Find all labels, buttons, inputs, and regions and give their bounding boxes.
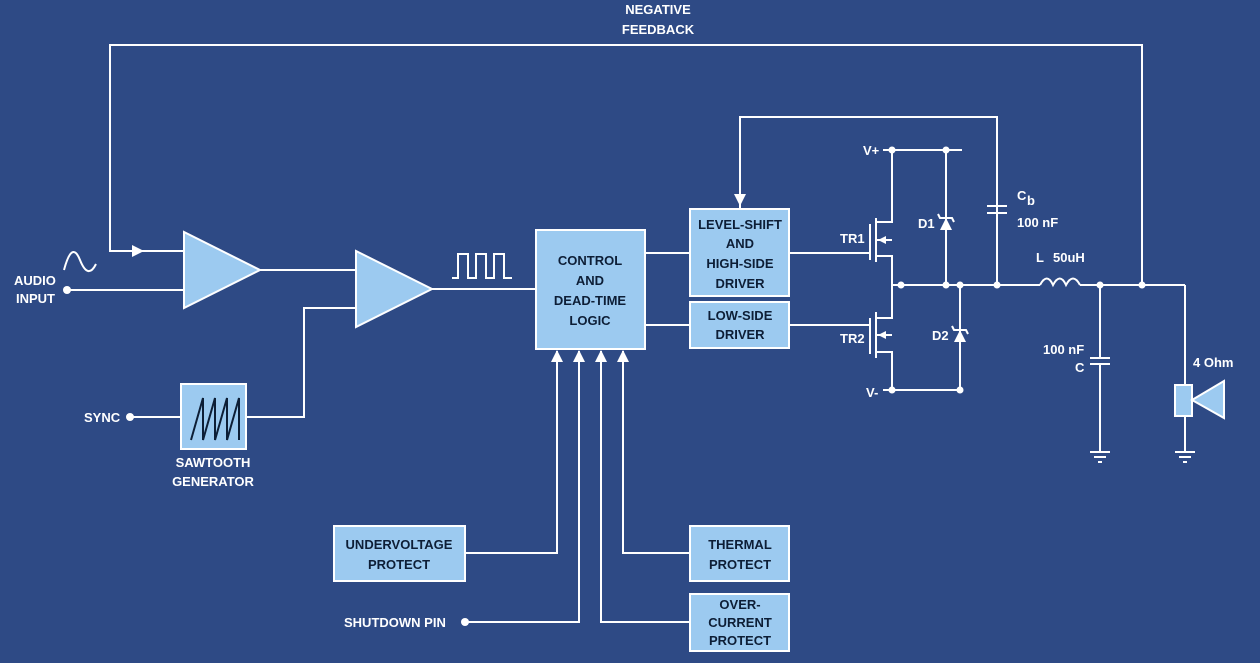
d2-label: D2 [932,328,949,343]
shutdown-wire [465,351,580,623]
pwm-square-wave-icon [452,253,512,279]
tr1-drain [876,150,893,223]
levelshift-line-4: DRIVER [715,276,765,291]
speaker-ground-icon [1175,451,1195,463]
tr1-source [876,255,893,285]
tr1-label: TR1 [840,231,865,246]
d1-zener [940,218,952,230]
levelshift-line-1: LEVEL-SHIFT [698,217,782,232]
audio-input-label-2: INPUT [16,291,55,306]
sawtooth-wave-icon [190,397,240,441]
undervoltage-line-2: PROTECT [368,557,430,572]
sawtooth-label-1: SAWTOOTH [176,455,251,470]
filter-cap-value: 100 nF [1043,342,1084,357]
feedback-node [1138,281,1146,289]
overcurrent-wire [600,351,690,623]
shutdown-pin-label: SHUTDOWN PIN [344,615,446,630]
cb-value: 100 nF [1017,215,1058,230]
control-line-1: CONTROL [558,253,622,268]
over-current-protect-block [689,593,790,652]
thermal-arrowhead [617,350,629,362]
cb-label: C [1017,188,1027,203]
speaker-icon [1174,384,1193,417]
tr2-source [876,351,893,390]
audio-input-label-1: AUDIO [14,273,56,288]
overcurrent-line-1: OVER- [719,597,760,612]
shutdown-arrowhead [573,350,585,362]
error-amplifier [183,230,263,310]
tr2-label: TR2 [840,331,865,346]
overcurrent-line-2: CURRENT [708,615,772,630]
bootstrap-arrowhead [734,194,746,206]
thermal-line-2: PROTECT [709,557,771,572]
overcurrent-line-3: PROTECT [709,633,771,648]
lowside-line-2: DRIVER [715,327,765,342]
d1-label: D1 [918,216,935,231]
tr1-arrow [878,236,886,244]
sine-wave-icon [63,251,97,272]
thermal-protect-block [689,525,790,582]
inductor-label: L [1036,250,1044,265]
thermal-wire [622,351,690,554]
cb-subscript: b [1027,193,1035,208]
lowside-line-1: LOW-SIDE [708,308,773,323]
feedback-label-2: FEEDBACK [622,22,695,37]
sawtooth-label-2: GENERATOR [172,474,254,489]
inductor-value: 50uH [1053,250,1085,265]
feedback-label-1: NEGATIVE [625,2,691,17]
undervoltage-arrowhead [551,350,563,362]
control-dead-time-logic-block [535,229,646,350]
control-line-2: AND [576,273,604,288]
vminus-label: V- [866,385,878,400]
levelshift-line-2: AND [726,236,754,251]
undervoltage-line-1: UNDERVOLTAGE [346,537,453,552]
d2-cathode [951,325,969,335]
levelshift-line-3: HIGH-SIDE [706,256,774,271]
overcurrent-arrowhead [595,350,607,362]
sawtooth-to-comparator-wire [246,307,356,418]
tr2-arrow [878,331,886,339]
thermal-line-1: THERMAL [708,537,772,552]
undervoltage-protect-block [333,525,466,582]
control-line-4: LOGIC [569,313,611,328]
level-shift-high-side-driver-block [689,208,790,297]
sync-label: SYNC [84,410,121,425]
low-side-driver-block [689,301,790,349]
control-line-3: DEAD-TIME [554,293,627,308]
d2-zener [954,330,966,342]
d1-cathode [937,213,955,223]
feedback-arrowhead [132,245,144,257]
pwm-comparator [355,249,435,329]
vplus-label: V+ [863,143,880,158]
switch-node [897,281,905,289]
filter-cap-label: C [1075,360,1085,375]
speaker-label: 4 Ohm [1193,355,1233,370]
speaker-cone-icon [1190,379,1225,420]
undervoltage-wire [465,351,558,554]
inductor-l [1039,277,1081,288]
ground-icon [1090,451,1110,463]
tr2-drain [876,285,893,319]
